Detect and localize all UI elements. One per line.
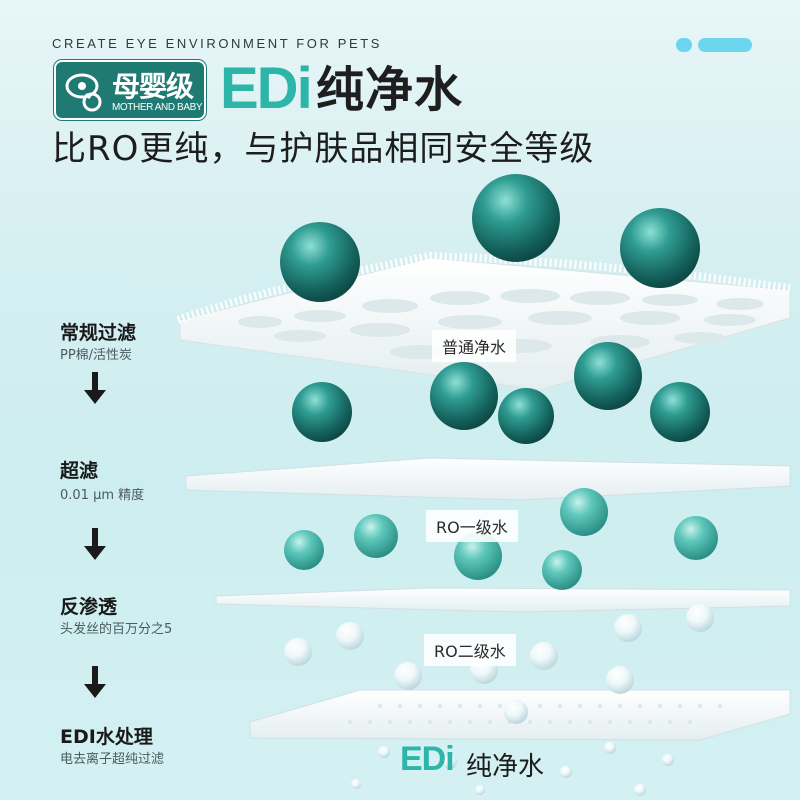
step-1-title: 常规过滤 [60,322,137,344]
pill-bar [698,38,752,52]
step-4-title: EDI水处理 [60,726,153,748]
large-water-molecules [280,174,700,302]
small-water-molecules [284,488,718,590]
step-2-title: 超滤 [60,460,99,482]
headline-subtitle: 比RO更纯，与护肤品相同安全等级 [52,129,595,169]
step-4-desc: 电去离子超纯过滤 [60,752,165,767]
process-steps: 常规过滤 PP棉/活性炭 超滤 0.01 μm 精度 反渗透 头发丝的百万分之5… [54,0,244,800]
step-1-desc: PP棉/活性炭 [60,348,133,363]
pacifier-icon [65,73,102,112]
layer-label-ro-second: RO二级水 [424,634,516,666]
badge-cn-text: 母婴级 [112,70,194,103]
footer-title: 纯净水 [466,752,545,782]
down-arrow-icon [84,372,106,404]
down-arrow-icon [84,666,106,698]
tiny-water-molecules [284,604,714,796]
badge-en-text: MOTHER AND BABY [112,102,203,113]
filter-sheet-2 [185,457,791,501]
medium-water-molecules [292,342,710,444]
edi-logo: EDi [220,56,313,121]
step-3-title: 反渗透 [60,596,118,618]
step-2-desc: 0.01 μm 精度 [60,488,145,503]
decorative-pills [676,38,752,52]
down-arrow-icon [84,528,106,560]
footer-edi-logo: EDi [400,740,455,778]
filter-sheet-3 [215,587,791,613]
tagline: CREATE EYE ENVIRONMENT FOR PETS [52,36,383,51]
mother-baby-badge: 母婴级 MOTHER AND BABY [54,60,206,120]
headline-title: 纯净水 [316,62,464,118]
layer-label-ro-first: RO一级水 [426,510,518,542]
pill-dot [676,38,692,52]
layer-label-normal-water: 普通净水 [432,330,517,362]
step-3-desc: 头发丝的百万分之5 [60,622,173,637]
